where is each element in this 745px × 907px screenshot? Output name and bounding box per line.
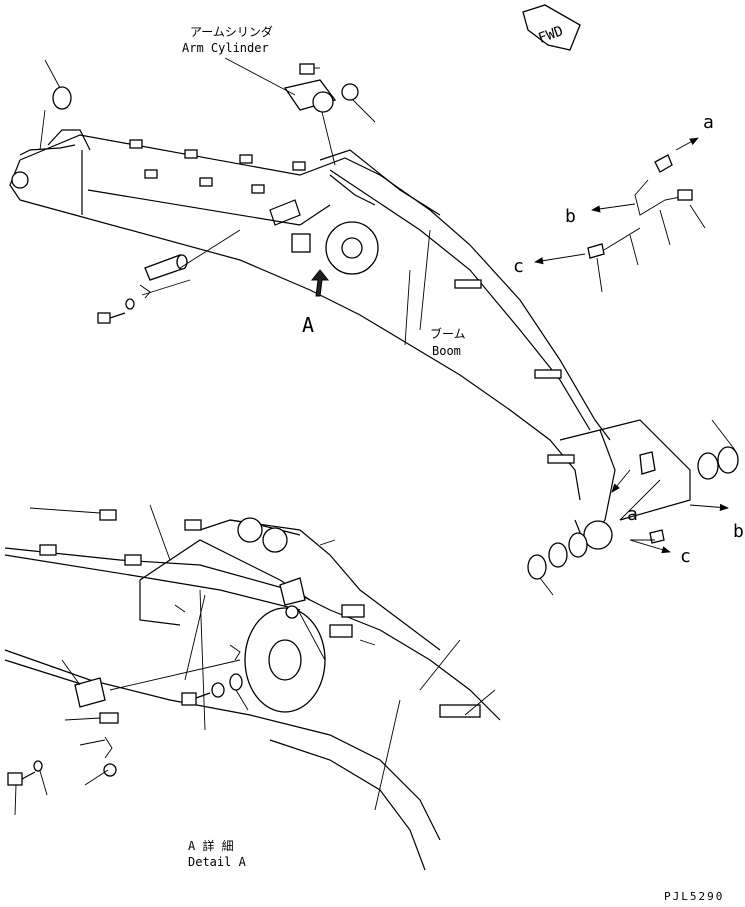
leader-lines-detail [14, 504, 496, 816]
ref-a-bottom: a [627, 504, 638, 525]
ref-c-top: c [513, 256, 524, 277]
arm-cylinder-en-label: Arm Cylinder [182, 41, 269, 55]
boom-en-label: Boom [432, 344, 461, 358]
ref-a-top: a [703, 112, 714, 133]
washer-icon [341, 83, 359, 101]
ref-b-top: b [565, 206, 576, 227]
detail-a-en-label: Detail A [188, 855, 247, 869]
drawing-number: PJL5290 [664, 890, 724, 903]
arm-pin-boss [11, 171, 29, 189]
view-a-arrow [310, 269, 330, 297]
detail-boss-left [237, 517, 263, 543]
boom-foot-pin-boss [583, 520, 613, 550]
fwd-indicator: FWD [522, 4, 581, 51]
washer-top-left-icon [52, 86, 72, 110]
detail-a-view: A 詳 細 Detail A [4, 504, 501, 871]
arm-cylinder [283, 63, 359, 113]
view-a-label: A [302, 313, 314, 337]
boom-assembly: A アームシリンダ Arm Cylinder [9, 4, 744, 596]
bracket-set-detail [7, 577, 306, 786]
detail-boss-right [262, 527, 288, 553]
boom-jp-label: ブーム [430, 326, 466, 341]
ref-b-bottom: b [733, 521, 744, 542]
bushings-right [697, 419, 739, 480]
clamp-row-top [129, 139, 306, 194]
ref-c-bottom: c [680, 546, 691, 567]
mount-boss-upper [341, 237, 363, 259]
fitting-group-top [534, 137, 706, 293]
hose-clamps-boom [454, 279, 575, 464]
arm-cylinder-jp-label: アームシリンダ [190, 24, 273, 39]
clamp-row-detail [39, 509, 481, 718]
bushings-left [527, 532, 588, 596]
pin-bolt-set [97, 229, 241, 324]
fitting-group-bottom [611, 451, 729, 554]
detail-a-jp-label: A 詳 細 [188, 838, 234, 853]
bracket-block [291, 233, 311, 253]
